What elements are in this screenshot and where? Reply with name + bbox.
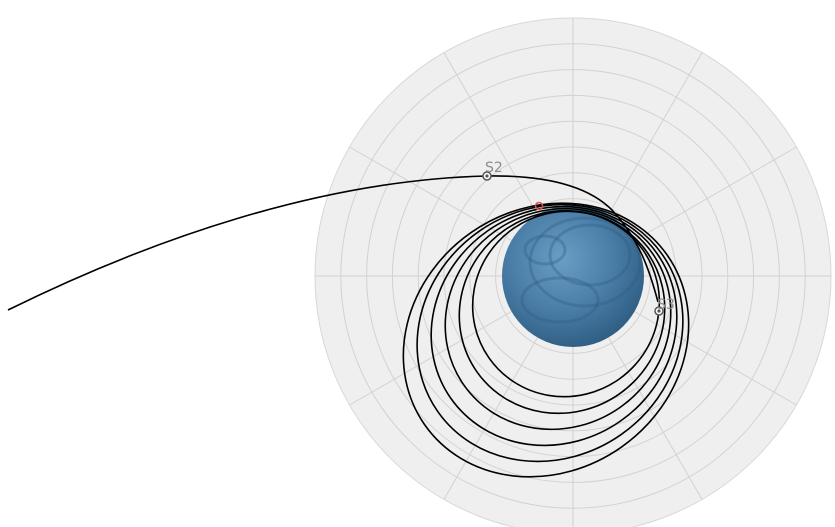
spacecraft-trajectory [7,175,690,478]
orbit-loop [430,205,678,447]
position-marker [534,201,544,211]
orbit-loop [444,207,672,431]
waypoint-s2: S2 [482,160,503,181]
planet-surface-texture [520,216,642,324]
orbit-loop [402,202,690,478]
orbit-loop [416,203,684,463]
planet-body [502,205,644,347]
waypoint-s3-label: S3 [657,297,675,313]
waypoint-s2-label: S2 [485,160,503,176]
orbit-loop [458,209,666,415]
orbit-loop [471,210,661,398]
planet [502,205,644,347]
waypoint-s3: S3 [654,297,675,316]
